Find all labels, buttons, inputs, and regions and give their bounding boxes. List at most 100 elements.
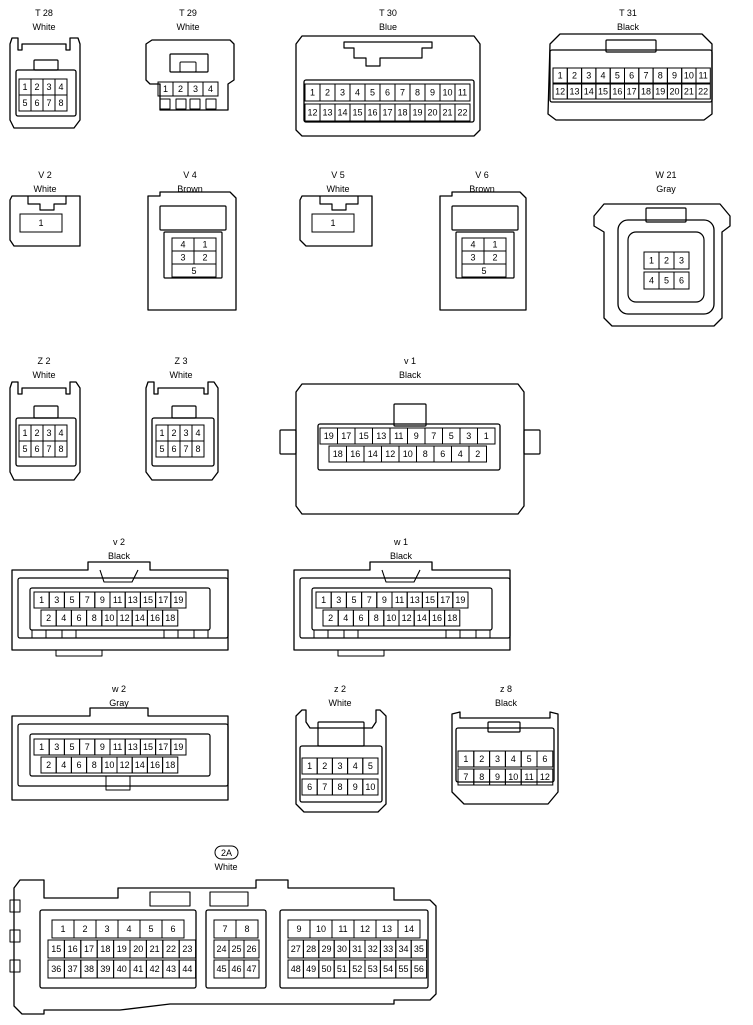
- pin-number: 14: [584, 87, 594, 97]
- housing-z2: [9, 381, 81, 481]
- latch-v1: [393, 403, 427, 427]
- pin-number: 9: [100, 595, 105, 605]
- pin-number: 19: [173, 595, 183, 605]
- pin-cell: [452, 591, 469, 609]
- pin-number: 3: [46, 82, 51, 92]
- connector-name: v 1: [403, 356, 417, 366]
- pin-number: 18: [447, 613, 457, 623]
- pin-cell: [54, 440, 68, 458]
- connector-color: White: [33, 184, 57, 194]
- pin-number: 16: [350, 449, 360, 459]
- pin-number: 9: [382, 595, 387, 605]
- pin-cell: [477, 427, 496, 445]
- pin-number: 37: [68, 964, 78, 974]
- pin-number: 3: [679, 256, 684, 266]
- pin-number: 6: [34, 444, 39, 454]
- pin-number: 8: [244, 924, 249, 934]
- pin-number: 12: [402, 613, 412, 623]
- pin-number: 4: [511, 754, 516, 764]
- pin-number: 1: [38, 218, 43, 228]
- pin-number: 15: [598, 87, 608, 97]
- pin-cell: [695, 83, 711, 100]
- pin-number: 8: [374, 613, 379, 623]
- pin-number: 10: [508, 772, 518, 782]
- pin-number: 36: [51, 964, 61, 974]
- side-tab: [279, 429, 297, 455]
- connector-color: Black: [107, 551, 131, 561]
- connector-name: w 1: [393, 537, 409, 547]
- housing-z8: [451, 711, 559, 805]
- pin-number: 1: [330, 218, 335, 228]
- connector-color: White: [176, 22, 200, 32]
- housing-t30-inner: [303, 79, 475, 123]
- pin-number: 4: [470, 240, 475, 250]
- pin-number: 2: [46, 613, 51, 623]
- pin-number: 55: [398, 964, 408, 974]
- pin-number: 13: [410, 595, 420, 605]
- pin-number: 1: [310, 88, 315, 98]
- pin-number: 7: [643, 71, 648, 81]
- pin-cell: [695, 67, 711, 84]
- pin-number: 44: [182, 964, 192, 974]
- foot: [105, 775, 131, 791]
- foot: [189, 98, 201, 110]
- housing-t28: [9, 37, 81, 129]
- pin-number: 1: [321, 595, 326, 605]
- pin-number: 9: [100, 742, 105, 752]
- pin-number: 1: [202, 240, 207, 250]
- pin-number: 12: [120, 760, 130, 770]
- pin-number: 8: [658, 71, 663, 81]
- pin-number: 16: [367, 108, 377, 118]
- pin-number: 2: [82, 924, 87, 934]
- pin-number: 11: [338, 924, 347, 934]
- housing-v5: [299, 195, 373, 247]
- housing-z3: [145, 381, 219, 481]
- pin-number: 3: [337, 761, 342, 771]
- pin-number: 19: [655, 87, 665, 97]
- pin-number: 41: [133, 964, 143, 974]
- pin-number: 4: [61, 760, 66, 770]
- pin-number: 11: [524, 772, 533, 782]
- pin-number: 1: [39, 742, 44, 752]
- foot: [55, 649, 103, 657]
- foot: [163, 629, 179, 639]
- pin-cell: [461, 263, 507, 278]
- connector-name: v 2: [112, 537, 126, 547]
- pin-number: 1: [492, 240, 497, 250]
- pin-number: 19: [117, 944, 127, 954]
- pin-number: 6: [440, 449, 445, 459]
- pin-cell: [397, 919, 421, 939]
- pin-number: 13: [322, 108, 332, 118]
- latch-v2-wide: [99, 569, 139, 583]
- pin-number: 6: [385, 88, 390, 98]
- housing-v4-inner: [163, 231, 223, 279]
- pin-cell: [362, 778, 379, 796]
- pin-cell: [410, 959, 428, 979]
- pin-cell: [162, 609, 179, 627]
- pin-number: 4: [649, 276, 654, 286]
- housing-v4: [147, 191, 237, 311]
- pin-number: 51: [337, 964, 347, 974]
- pin-number: 1: [39, 595, 44, 605]
- latch-2a-b: [149, 891, 191, 907]
- pin-cell: [235, 919, 259, 939]
- pin-cell: [178, 939, 197, 959]
- pin-number: 5: [22, 98, 27, 108]
- foot: [343, 629, 359, 639]
- pin-number: 38: [84, 964, 94, 974]
- connector-name: Z 2: [37, 356, 51, 366]
- foot: [61, 629, 77, 639]
- pin-number: 5: [69, 742, 74, 752]
- latch-w21: [645, 207, 687, 223]
- foot: [159, 98, 171, 110]
- pin-number: 3: [104, 924, 109, 934]
- pin-number: 15: [359, 431, 369, 441]
- pin-cell: [54, 94, 68, 112]
- connector-color: White: [32, 370, 56, 380]
- pin-number: 4: [180, 240, 185, 250]
- pin-number: 2: [322, 761, 327, 771]
- pin-number: 12: [360, 924, 370, 934]
- pin-number: 2: [664, 256, 669, 266]
